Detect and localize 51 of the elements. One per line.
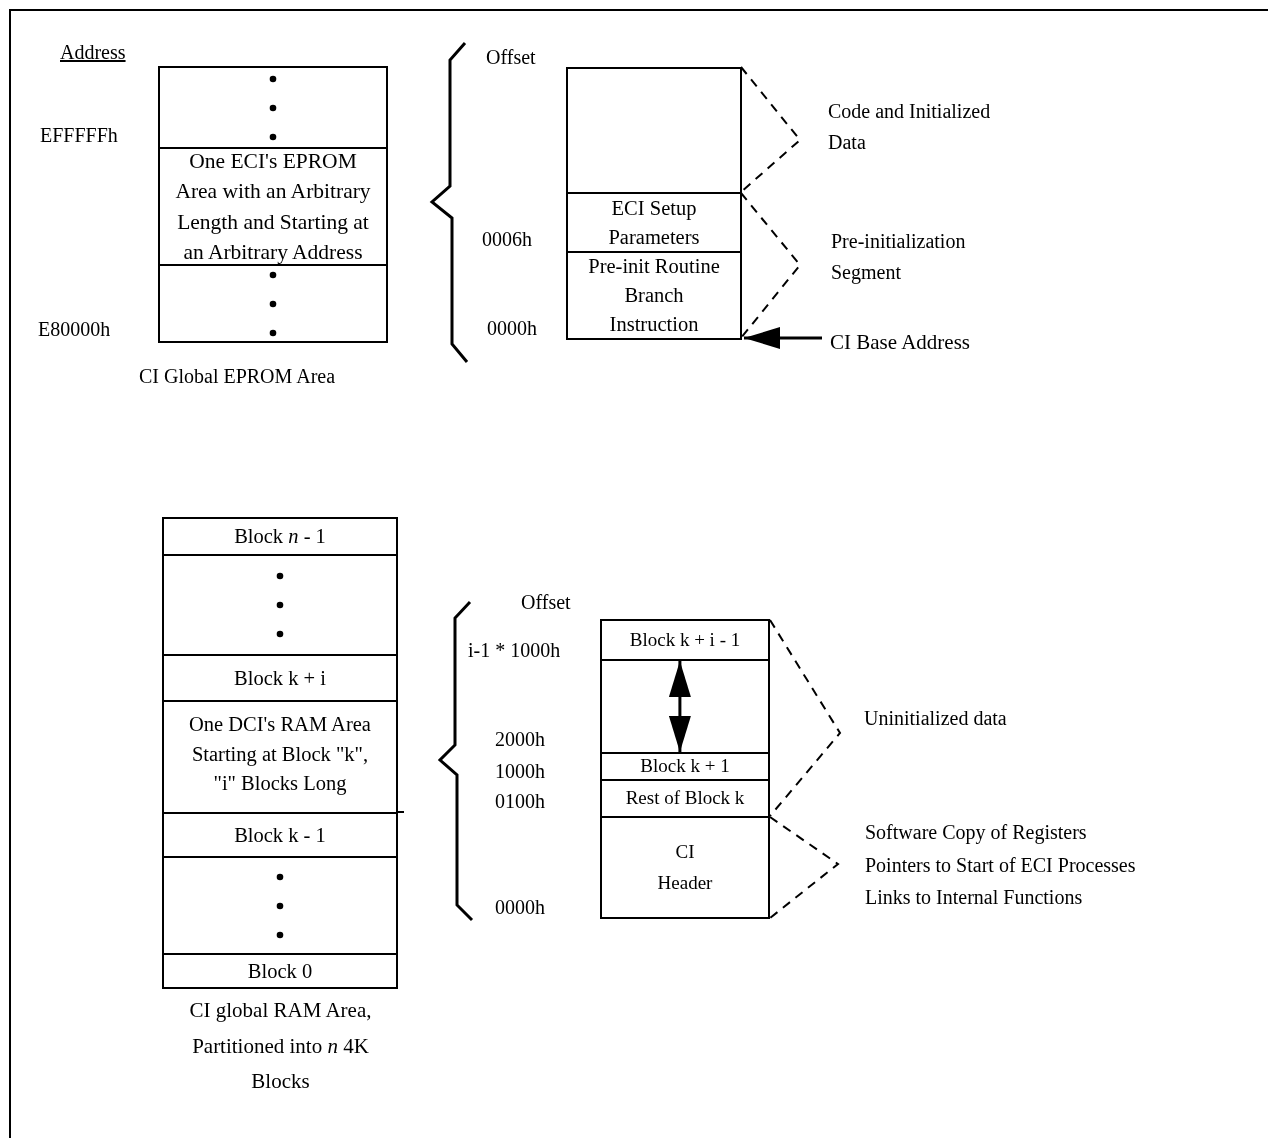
annotation-text: 0000h (495, 895, 545, 920)
memory-segment (162, 700, 398, 814)
annotation-text: 2000h (495, 727, 545, 752)
annotation-text: CI Global EPROM Area (139, 364, 336, 389)
annotation-text: Offset (486, 45, 536, 70)
annotation-text: 0006h (482, 227, 532, 252)
annotation-text: E80000h (38, 317, 111, 342)
memory-segment (162, 953, 398, 989)
memory-segment (162, 812, 398, 858)
annotation-text: Pointers to Start of ECI Processes (865, 853, 1136, 878)
annotation-text: Links to Internal Functions (865, 885, 1083, 910)
segment-label: Block n - 1 (234, 524, 326, 550)
memory-segment (162, 654, 398, 702)
segment-label: Pre-init Routine Branch Instruction (587, 254, 721, 337)
memory-segment (600, 619, 770, 661)
segment-label: ECI Setup Parameters (607, 195, 701, 250)
segment-label: Rest of Block k (625, 786, 745, 811)
segment-label: Block k + 1 (640, 754, 730, 779)
memory-segment (162, 856, 398, 955)
annotation-text: Software Copy of Registers (865, 820, 1087, 846)
segment-label: Block k - 1 (234, 822, 326, 848)
annotation-text: Code and Initialized Data (828, 99, 992, 155)
memory-segment (566, 251, 742, 340)
memory-segment (162, 554, 398, 656)
segment-label: CI Header (656, 840, 714, 895)
annotation-text: Address (60, 40, 126, 65)
double-arrow (668, 661, 691, 752)
arrow (744, 327, 822, 349)
annotation-text: 0100h (495, 789, 545, 814)
memory-segment (600, 779, 770, 818)
memory-segment (158, 264, 388, 343)
memory-segment (566, 67, 742, 194)
annotation-text: i-1 * 1000h (468, 638, 561, 663)
pointer-label: CI Base Address (830, 325, 1020, 361)
annotation-text: Uninitialized data (864, 706, 1007, 731)
memory-segment (158, 66, 388, 149)
annotation-text: Offset (521, 590, 571, 615)
annotation-text: CI global RAM Area, Partitioned into n 4K Blocks (188, 997, 373, 1096)
annotation-text: EFFFFFh (40, 123, 118, 148)
annotation-text: 0000h (487, 316, 537, 341)
memory-segment (162, 517, 398, 556)
segment-label: Block 0 (247, 958, 313, 984)
segment-label: One ECI's EPROM Area with an Arbitrary Length and Starting at an Arbitrary Address (174, 148, 372, 266)
memory-segment (600, 816, 770, 919)
segment-label: One DCI's RAM Area Starting at Block "k", "i" Blocks Long (188, 712, 372, 797)
memory-segment (600, 752, 770, 781)
segment-label: Block k + i (234, 665, 326, 691)
annotation-text: 1000h (495, 759, 545, 784)
segment-label: Block k + i - 1 (629, 627, 741, 652)
memory-segment (566, 192, 742, 253)
annotation-text: Pre-initialization Segment (831, 229, 967, 286)
